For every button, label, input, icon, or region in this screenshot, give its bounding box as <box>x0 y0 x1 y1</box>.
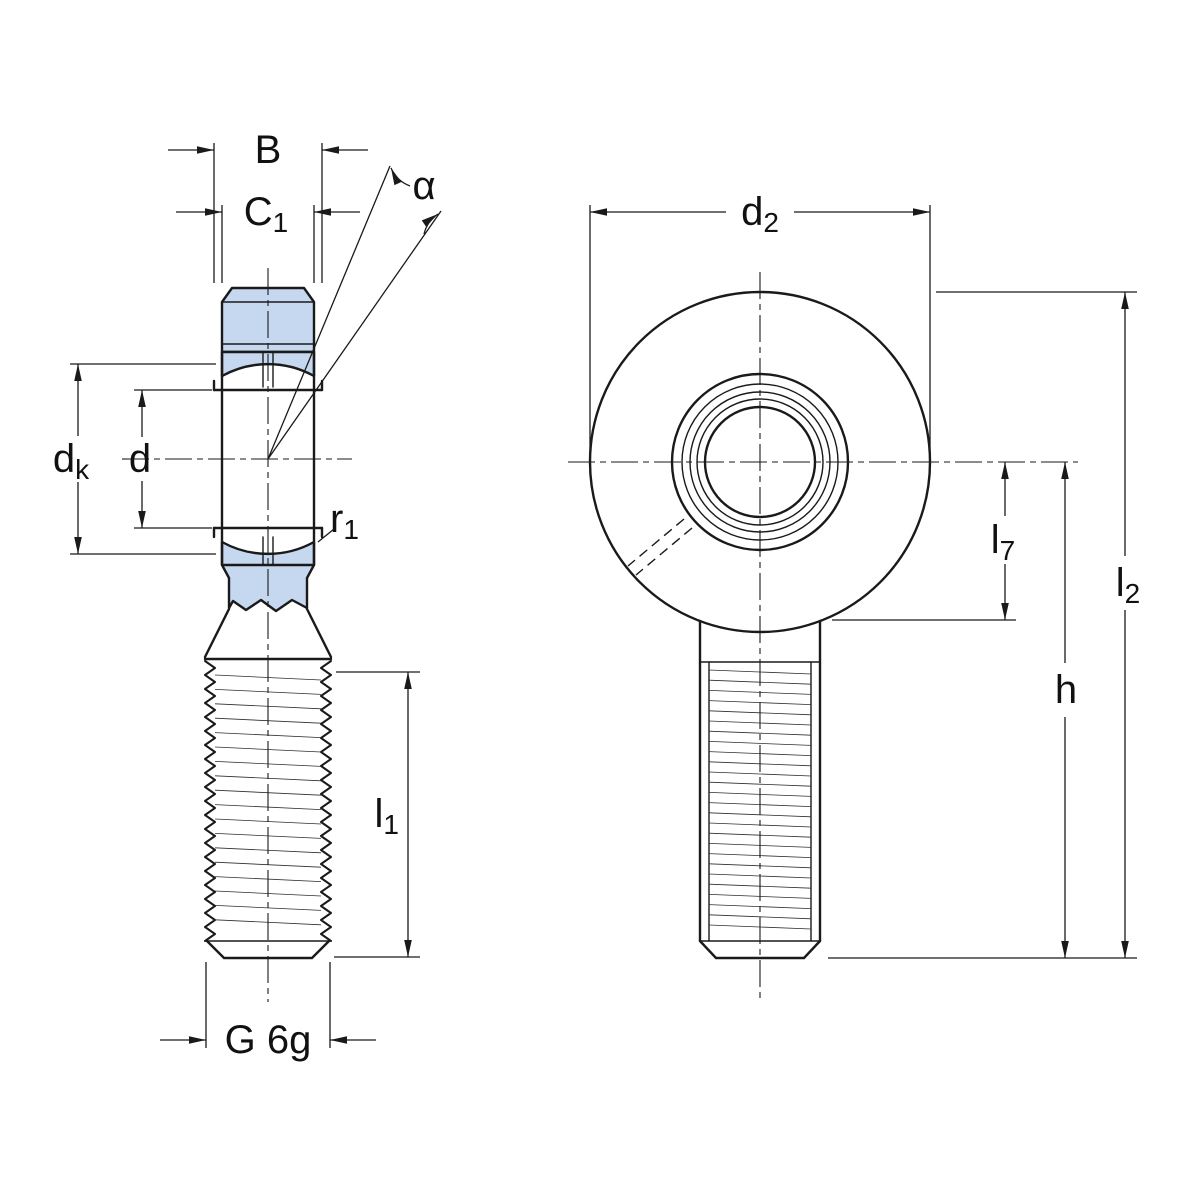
shank-edges <box>698 619 822 943</box>
thread-zigzag-right <box>320 660 332 942</box>
dimension-r1: r1 <box>317 497 359 545</box>
label-l7: l7 <box>991 518 1015 566</box>
label-h: h <box>1055 668 1077 712</box>
label-c1: C1 <box>244 190 288 238</box>
label-alpha: α <box>412 164 435 208</box>
dimension-c1: C1 <box>176 190 360 283</box>
label-dk: dk <box>53 437 90 485</box>
dimension-dk: dk <box>53 363 216 555</box>
ball-side-faces <box>212 379 324 539</box>
label-r1: r1 <box>330 497 359 545</box>
dimension-h: h <box>1055 462 1077 958</box>
label-b: B <box>255 128 282 172</box>
side-view: B C1 α dk d <box>53 128 442 1062</box>
dimension-d2: d2 <box>589 190 931 455</box>
centerlines-front <box>568 272 1078 1000</box>
dimension-alpha: α <box>267 164 442 460</box>
label-l1: l1 <box>375 792 399 840</box>
centerlines-side <box>122 268 352 1002</box>
lube-duct-hidden-lines <box>627 518 693 576</box>
dimension-l2: l2 <box>828 291 1140 959</box>
label-d: d <box>129 437 151 481</box>
thread-zigzag-left <box>204 660 216 942</box>
shank-end-chamfer-front <box>698 939 822 960</box>
label-d2: d2 <box>741 190 779 238</box>
dimension-d: d <box>129 389 212 529</box>
dimension-l7: l7 <box>832 462 1016 621</box>
dimension-thread: G 6g <box>160 962 376 1062</box>
dimension-l1: l1 <box>334 671 420 958</box>
label-l2: l2 <box>1116 561 1140 609</box>
lube-hole-lines <box>262 351 274 566</box>
threaded-shank-front <box>698 619 822 960</box>
label-thread: G 6g <box>225 1018 312 1062</box>
front-view: d2 l7 l2 h <box>568 190 1140 1000</box>
